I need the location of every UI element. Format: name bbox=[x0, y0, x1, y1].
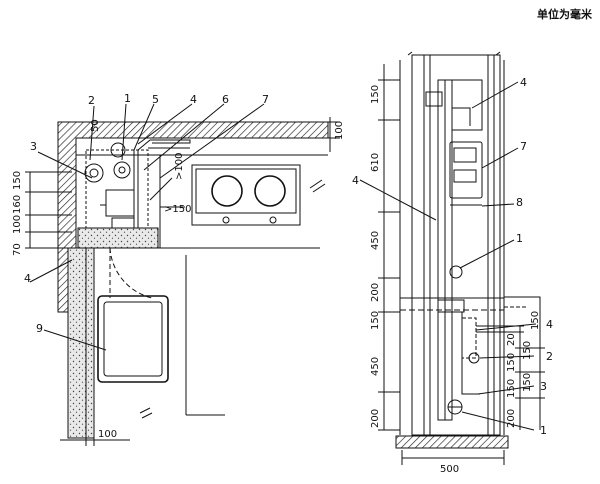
plan-callout-2: 2 bbox=[88, 94, 95, 107]
plan-callout-4: 4 bbox=[190, 93, 197, 106]
elev-dim-200-b: 200 bbox=[370, 409, 381, 428]
plan-callout-5: 5 bbox=[152, 93, 159, 106]
valve-1-icon bbox=[449, 265, 463, 279]
elev-callout-4-top: 4 bbox=[520, 76, 527, 89]
elevation-view bbox=[359, 51, 545, 465]
elev-dim-200-a: 200 bbox=[370, 283, 381, 302]
plan-callout-1: 1 bbox=[124, 92, 131, 105]
elev-callout-1-bottom: 1 bbox=[540, 424, 547, 437]
elev-callout-7: 7 bbox=[520, 140, 527, 153]
elev-callout-4-mid: 4 bbox=[546, 318, 553, 331]
plan-dim-gt150: >150 bbox=[164, 204, 191, 215]
meter-dial-icon bbox=[84, 163, 104, 183]
elev-dim-500: 500 bbox=[440, 464, 459, 475]
plan-dim-70: 70 bbox=[12, 243, 23, 256]
unit-note: 单位为毫米 bbox=[537, 8, 592, 21]
plan-dim-gt100: >100 bbox=[174, 153, 185, 180]
plan-callout-labels: 2 1 5 4 6 7 3 4 9 bbox=[24, 92, 269, 335]
plan-dim-100: 100 bbox=[12, 215, 23, 234]
elev-dim-150-a: 150 bbox=[370, 85, 381, 104]
stove-counter bbox=[191, 164, 301, 226]
riser-pipe bbox=[67, 247, 95, 439]
burner-right-icon bbox=[254, 175, 286, 207]
elev-callout-1: 1 bbox=[516, 232, 523, 245]
elev-dim-150-e: 150 bbox=[530, 311, 541, 330]
plan-dimension-labels: 150 160 100 70 50 100 >100 >150 100 bbox=[12, 119, 345, 440]
elev-callout-4-left: 4 bbox=[352, 174, 359, 187]
plan-dim-50: 50 bbox=[90, 119, 101, 132]
elev-dim-150-b: 150 bbox=[370, 311, 381, 330]
elev-dim-150-f: 150 bbox=[522, 341, 533, 360]
elev-dim-150-c: 150 bbox=[506, 353, 517, 372]
plan-callout-3: 3 bbox=[30, 140, 37, 153]
elev-dim-150-g: 150 bbox=[522, 373, 533, 392]
elev-dim-200-c: 200 bbox=[506, 409, 517, 428]
elev-callout-2: 2 bbox=[546, 350, 553, 363]
elev-callout-3: 3 bbox=[540, 380, 547, 393]
plan-dim-100-bottom: 100 bbox=[98, 429, 117, 440]
plan-callout-6: 6 bbox=[222, 93, 229, 106]
elev-callout-8: 8 bbox=[516, 196, 523, 209]
elev-dim-450-a: 450 bbox=[370, 231, 381, 250]
burner-left-icon bbox=[211, 175, 243, 207]
elevation-base bbox=[395, 435, 509, 449]
elev-dim-20: 20 bbox=[506, 333, 517, 346]
plan-view bbox=[25, 103, 340, 446]
plan-dim-160: 160 bbox=[12, 195, 23, 214]
elevation-callout-labels: 4 4 7 8 1 4 2 3 1 bbox=[352, 76, 553, 437]
elev-dim-150-d: 150 bbox=[506, 379, 517, 398]
appliance-9 bbox=[97, 295, 169, 383]
plan-callout-4b: 4 bbox=[24, 272, 31, 285]
plan-dim-150: 150 bbox=[12, 171, 23, 190]
plan-callout-9: 9 bbox=[36, 322, 43, 335]
elev-dim-610: 610 bbox=[370, 153, 381, 172]
plan-dim-100-top: 100 bbox=[334, 121, 345, 140]
elevation-dimension-labels: 150 610 450 200 150 450 200 20 150 150 2… bbox=[370, 85, 541, 475]
plan-callout-7: 7 bbox=[262, 93, 269, 106]
elev-dim-450-b: 450 bbox=[370, 357, 381, 376]
meter-7 bbox=[449, 141, 483, 199]
door-swing bbox=[109, 247, 153, 299]
